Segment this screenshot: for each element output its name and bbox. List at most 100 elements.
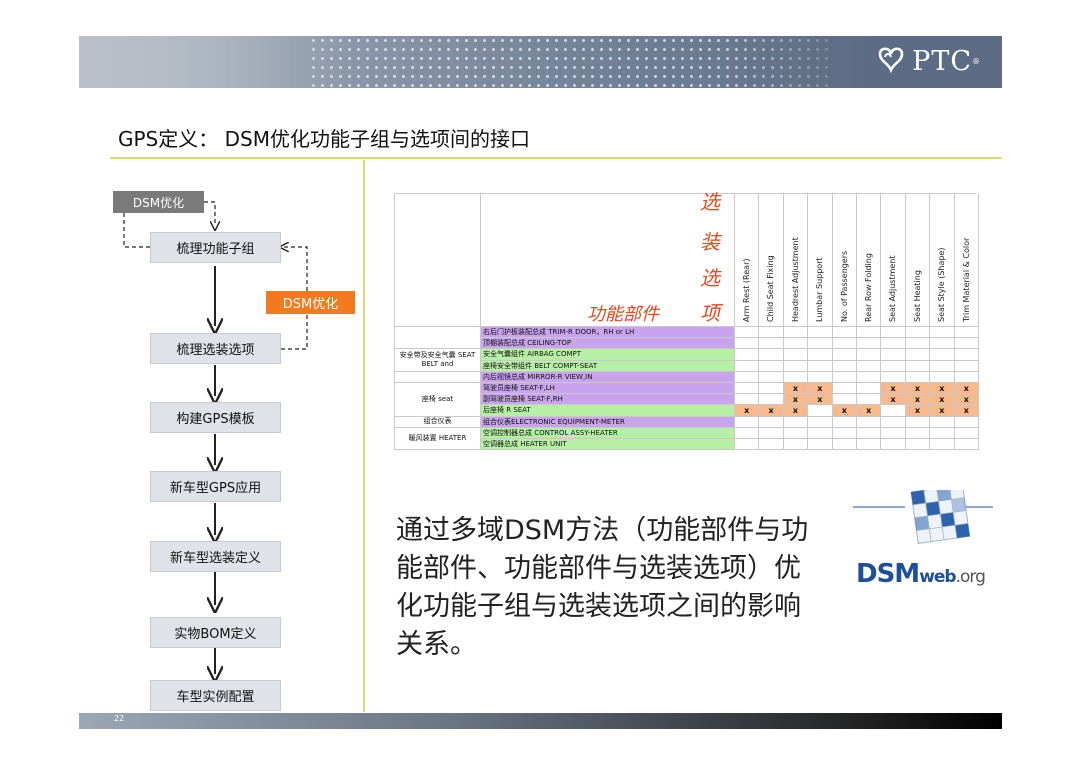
dsmweb-logo-text: DSMweb.org (856, 559, 986, 589)
matrix-column-header-cell (735, 194, 760, 327)
matrix-empty-cell (930, 427, 955, 439)
page-title: GPS定义： DSM优化功能子组与选项间的接口 (118, 127, 530, 151)
matrix-empty-cell (832, 427, 857, 439)
ptc-swirl-icon (878, 47, 904, 74)
matrix-column-header: Child Seat Fixing (766, 255, 776, 322)
ptc-logo: PTC ® (874, 44, 980, 78)
matrix-empty-cell (954, 416, 979, 428)
logo-registered-mark: ® (972, 56, 980, 66)
matrix-empty-cell (808, 360, 833, 372)
matrix-empty-cell (857, 371, 882, 383)
matrix-empty-cell (930, 338, 955, 350)
matrix-mark-cell: x (808, 394, 833, 406)
matrix-row-label: 内后视镜总成 MIRROR-R VIEW,IN (481, 371, 735, 383)
matrix-empty-cell (735, 383, 760, 395)
matrix-empty-cell (881, 327, 906, 339)
logo-text: PTC (912, 45, 972, 77)
matrix-empty-cell (759, 360, 784, 372)
matrix-row-label: 副驾驶员座椅 SEAT-F,RH (481, 394, 735, 406)
matrix-row-label: 右后门护板装配总成 TRIM-R DOOR，RH or LH (481, 327, 735, 339)
matrix-mark-cell: x (954, 383, 979, 395)
matrix-empty-cell (881, 349, 906, 361)
matrix-column-header-cell (832, 194, 857, 327)
title-underline (110, 157, 1002, 159)
matrix-empty-cell (905, 327, 931, 339)
flow-step-3: 构建GPS模板 (150, 402, 281, 433)
matrix-empty-cell (905, 360, 931, 372)
component-label: 功能部件 (587, 304, 659, 325)
matrix-mark-cell: x (783, 394, 809, 406)
matrix-mark-cell: x (954, 394, 979, 406)
matrix-column-header: Headrest Adjustment (790, 237, 800, 322)
matrix-row-label: 空调器总成 HEATER UNIT (481, 439, 735, 451)
header-banner: PTC ® (79, 36, 1002, 88)
option-label-char-1: 选 (700, 190, 720, 214)
matrix-empty-cell (783, 327, 809, 339)
matrix-empty-cell (832, 360, 857, 372)
matrix-empty-cell (808, 327, 833, 339)
matrix-row-label: 驾驶员座椅 SEAT-F,LH (481, 383, 735, 395)
matrix-mark-cell: x (857, 405, 882, 417)
matrix-empty-cell (954, 427, 979, 439)
matrix-empty-cell (735, 327, 760, 339)
dsmweb-dsm: DSM (856, 559, 920, 589)
matrix-empty-cell (808, 349, 833, 361)
matrix-empty-cell (857, 416, 882, 428)
matrix-empty-cell (857, 338, 882, 350)
matrix-empty-cell (905, 416, 931, 428)
matrix-mark-cell: x (930, 394, 955, 406)
matrix-empty-cell (759, 394, 784, 406)
matrix-row-label: 组合仪表ELECTRONIC EQUIPMENT-METER (481, 416, 735, 428)
matrix-empty-cell (954, 349, 979, 361)
matrix-mark-cell: x (905, 394, 931, 406)
matrix-column-header: Lumbar Support (815, 257, 825, 322)
matrix-column-header-cell (881, 194, 906, 327)
matrix-column-header: Arm Rest (Rear) (742, 258, 751, 322)
matrix-mark-cell: x (930, 405, 955, 417)
matrix-empty-cell (759, 416, 784, 428)
option-label-char-4: 项 (700, 301, 720, 325)
matrix-empty-cell (905, 338, 931, 350)
matrix-column-header: Seat Adjustment (888, 255, 898, 322)
matrix-empty-cell (881, 405, 906, 417)
matrix-empty-cell (954, 371, 979, 383)
matrix-empty-cell (881, 439, 906, 451)
flow-step-7: 车型实例配置 (150, 680, 281, 711)
matrix-empty-cell (735, 416, 760, 428)
matrix-mark-cell: x (783, 405, 809, 417)
matrix-empty-cell (930, 349, 955, 361)
matrix-empty-cell (905, 427, 931, 439)
matrix-empty-cell (735, 349, 760, 361)
matrix-column-header-cell (905, 194, 931, 327)
matrix-empty-cell (759, 439, 784, 451)
dsm-optimize-tag-side: DSM优化 (266, 291, 355, 314)
matrix-column-header: Trim Material & Color (961, 237, 971, 322)
matrix-mark-cell: x (783, 383, 809, 395)
matrix-empty-cell (783, 371, 809, 383)
matrix-mark-cell: x (735, 405, 760, 417)
matrix-column-header: No. of Passengers (839, 250, 849, 322)
matrix-group-cell: 安全带及安全气囊 SEAT BELT and (395, 349, 481, 372)
matrix-column-header-cell (783, 194, 809, 327)
matrix-empty-cell (905, 349, 931, 361)
matrix-empty-cell (759, 371, 784, 383)
matrix-empty-cell (881, 427, 906, 439)
matrix-empty-cell (930, 416, 955, 428)
vertical-divider (363, 160, 365, 712)
matrix-empty-cell (832, 327, 857, 339)
matrix-column-header: Seat Style (Shape) (937, 247, 947, 322)
matrix-empty-cell (808, 416, 833, 428)
matrix-row-label: 空调控制器总成 CONTROL ASSY-HEATER (481, 427, 735, 439)
matrix-empty-cell (832, 349, 857, 361)
matrix-empty-cell (735, 338, 760, 350)
matrix-empty-cell (783, 439, 809, 451)
matrix-mark-cell: x (954, 405, 979, 417)
page-number: 22 (114, 714, 125, 723)
matrix-column-header-cell (808, 194, 833, 327)
dsmweb-grid-icon (853, 490, 993, 545)
matrix-empty-cell (808, 338, 833, 350)
matrix-empty-cell (930, 360, 955, 372)
matrix-corner-group (395, 194, 481, 327)
matrix-mark-cell: x (832, 405, 857, 417)
matrix-empty-cell (857, 439, 882, 451)
